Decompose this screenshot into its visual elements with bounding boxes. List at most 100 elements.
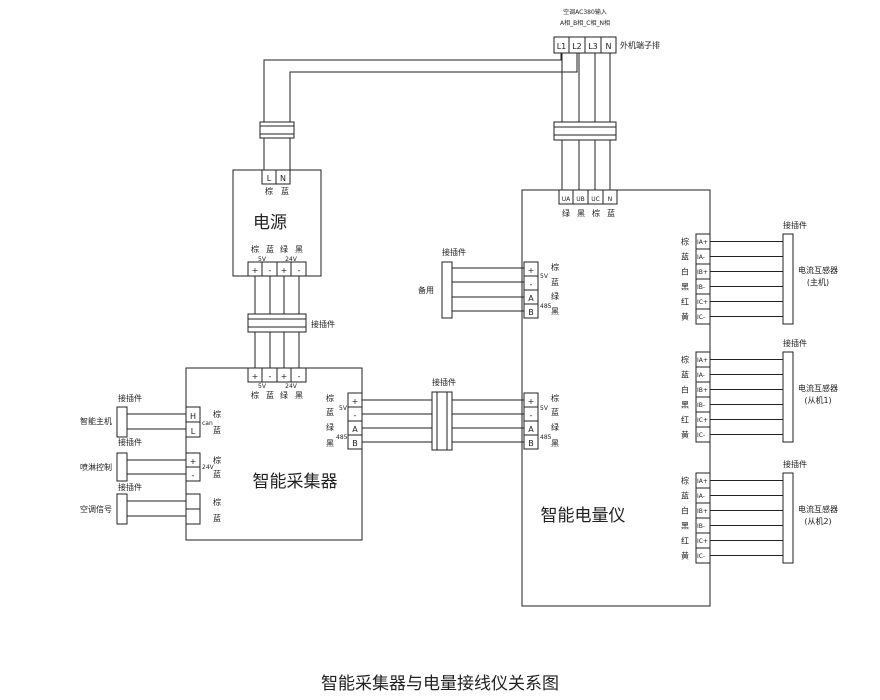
meter-upper-color-3: 绿 xyxy=(551,292,559,301)
ac-signal-connector-label: 接插件 xyxy=(118,482,142,492)
meter-lower-5v: 5V xyxy=(540,405,549,412)
ct-labels: IA+棕IA-蓝IB+白IB-黑IC+红IC-黄接插件电流互感器(主机)IA+棕… xyxy=(681,220,838,561)
ct-sensor-name: 电流互感器 xyxy=(798,383,838,393)
ct-terminal: IA- xyxy=(697,372,705,379)
ac-terminal-strip xyxy=(553,36,617,54)
ct-wire-color: 棕 xyxy=(681,476,689,486)
ct-terminal: IC- xyxy=(697,432,705,439)
meter-ac-cable xyxy=(553,53,617,190)
power-supply-box xyxy=(232,169,322,277)
terminal-l3: L3 xyxy=(588,42,598,51)
meter-upper-color-2: 蓝 xyxy=(551,277,559,287)
ct-terminal: IB+ xyxy=(697,269,708,276)
ct-wire-color: 白 xyxy=(681,267,689,277)
ct-connector-label: 接插件 xyxy=(783,459,807,469)
terminal-l2: L2 xyxy=(572,42,582,51)
host-label: 智能主机 xyxy=(80,416,112,426)
collector-right-color-2: 蓝 xyxy=(326,407,334,417)
ct-terminal: IA+ xyxy=(697,357,708,364)
ct-wiring xyxy=(695,233,794,564)
spray-label: 喷淋控制 xyxy=(80,462,112,472)
host-terminal-h: H xyxy=(190,412,196,421)
power-out-t3: + xyxy=(281,266,288,275)
ct-wire-color: 黑 xyxy=(681,283,689,292)
ct-terminal: IA+ xyxy=(697,239,708,246)
meter-lower-t2: - xyxy=(530,411,533,420)
ct-terminal: IA- xyxy=(697,254,705,261)
meter-lower-t3: A xyxy=(528,425,534,434)
ct-terminal: IB+ xyxy=(697,387,708,394)
spray-terminal-minus: - xyxy=(192,471,195,480)
meter-upper-t1: + xyxy=(528,266,535,275)
ct-wire-color: 红 xyxy=(681,415,689,425)
collector-right-t4: B xyxy=(352,439,358,448)
meter-top-ub: UB xyxy=(576,196,585,203)
ct-wire-color: 黄 xyxy=(681,551,689,561)
meter-labels: UA UB UC N 绿 黑 棕 蓝 智能电量仪 + - A B 棕 蓝 绿 黑… xyxy=(418,196,626,526)
spare-connector xyxy=(441,261,524,319)
meter-lower-t1: + xyxy=(528,397,535,406)
collector-top-color-2: 蓝 xyxy=(266,390,274,400)
meter-upper-t3: A xyxy=(528,294,534,303)
host-terminal-l: L xyxy=(191,427,196,436)
ac-input-phases: A相_B相_C相_N相 xyxy=(560,19,610,27)
ct-sensor-role: (从机2) xyxy=(804,516,831,526)
meter-upper-5v: 5V xyxy=(540,273,549,280)
ct-terminal: IC+ xyxy=(697,299,708,306)
meter-lower-t4: B xyxy=(528,439,534,448)
ct-wire-color: 棕 xyxy=(681,237,689,247)
ct-wire-color: 红 xyxy=(681,536,689,546)
collector-24v: 24V xyxy=(285,383,298,390)
collector-meter-connector-label: 接插件 xyxy=(432,377,456,387)
collector-labels: + - + - 5V 24V 棕 蓝 绿 黑 智能采集器 接插件 智能主机 H … xyxy=(80,372,456,523)
power-out-t1: + xyxy=(252,266,259,275)
terminal-n: N xyxy=(606,42,612,51)
collector-box xyxy=(185,367,363,541)
meter-top-uc: UC xyxy=(591,196,600,203)
spray-color-2: 蓝 xyxy=(213,469,221,479)
power-in-l: L xyxy=(267,174,272,183)
collector-to-meter-cable xyxy=(362,391,524,451)
collector-top-t4: - xyxy=(298,372,301,381)
ct-wire-color: 黑 xyxy=(681,401,689,410)
power-in-color-2: 蓝 xyxy=(281,186,289,196)
collector-5v: 5V xyxy=(258,383,267,390)
ct-wire-color: 蓝 xyxy=(681,252,689,262)
spray-terminal-plus: + xyxy=(190,457,197,466)
ct-terminal: IA- xyxy=(697,493,705,500)
ac-input-labels: 空调AC380输入 A相_B相_C相_N相 外机端子排 L1 L2 L3 N xyxy=(557,8,660,51)
ct-wire-color: 黑 xyxy=(681,522,689,531)
ct-sensor-bar xyxy=(782,233,794,325)
meter-upper-color-1: 棕 xyxy=(551,262,559,272)
collector-top-t3: + xyxy=(281,372,288,381)
ct-terminal: IB+ xyxy=(697,508,708,515)
power-to-collector-cable xyxy=(247,276,307,368)
meter-upper-485: 485 xyxy=(540,303,552,310)
ct-wire-color: 棕 xyxy=(681,355,689,365)
collector-top-t1: + xyxy=(252,372,259,381)
ct-terminal: IB- xyxy=(697,523,705,530)
power-in-n: N xyxy=(280,174,286,183)
spare-connector-label: 接插件 xyxy=(442,247,466,257)
collector-top-color-4: 黑 xyxy=(295,391,303,400)
ct-terminal: IB- xyxy=(697,402,705,409)
meter-top-color-1: 绿 xyxy=(562,209,570,218)
collector-right-5v: 5V xyxy=(339,405,348,412)
collector-right-t3: A xyxy=(352,425,358,434)
ct-sensor-name: 电流互感器 xyxy=(798,265,838,275)
host-color-1: 棕 xyxy=(213,409,221,419)
ct-wire-color: 蓝 xyxy=(681,491,689,501)
meter-lower-color-4: 黑 xyxy=(551,439,559,448)
ct-wire-color: 黄 xyxy=(681,312,689,322)
ct-connector-label: 接插件 xyxy=(783,220,807,230)
collector-right-color-4: 黑 xyxy=(326,439,334,448)
ct-sensor-role: (主机) xyxy=(807,277,829,287)
meter-title: 智能电量仪 xyxy=(541,506,626,526)
ct-sensor-name: 电流互感器 xyxy=(798,504,838,514)
meter-lower-color-1: 棕 xyxy=(551,393,559,403)
meter-top-n: N xyxy=(608,196,613,203)
power-out-color-3: 绿 xyxy=(280,245,288,254)
ac-signal-color-2: 蓝 xyxy=(213,513,221,523)
outdoor-terminal-label: 外机端子排 xyxy=(620,40,660,50)
